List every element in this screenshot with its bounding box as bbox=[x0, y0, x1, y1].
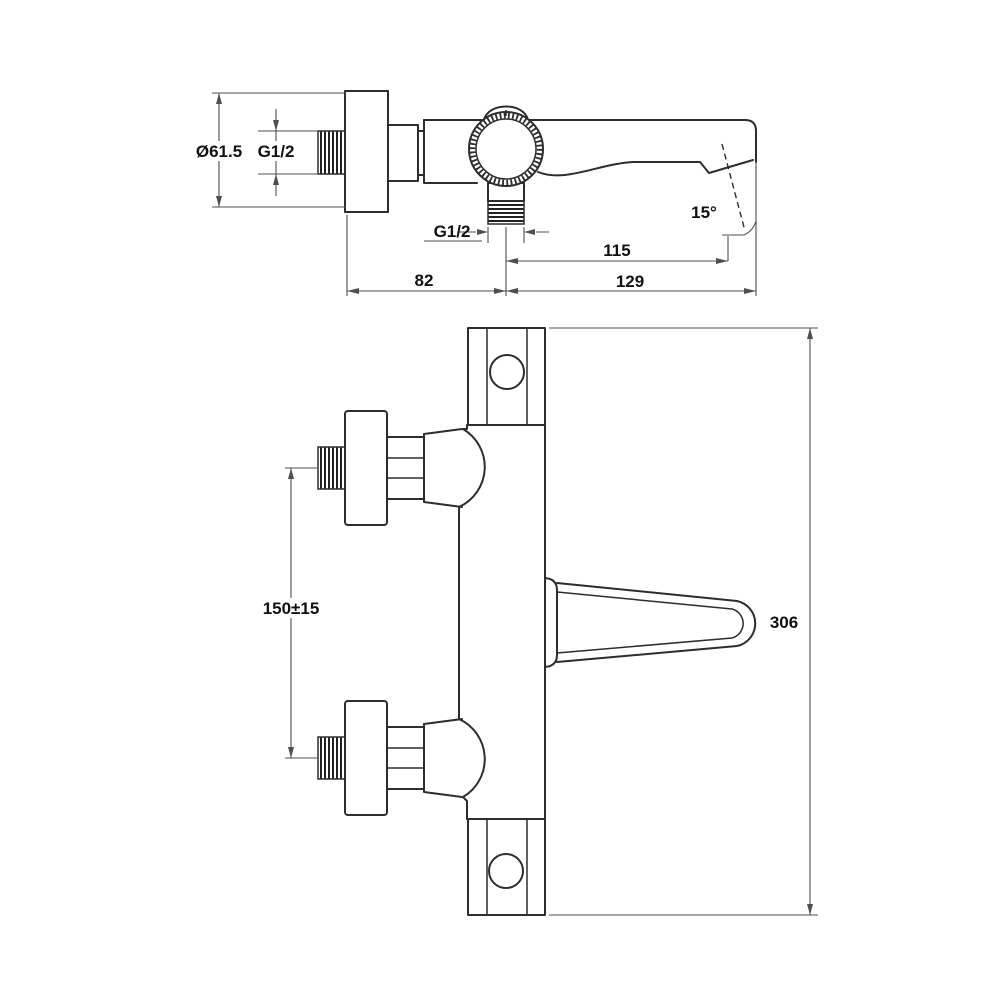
connector-nut bbox=[387, 124, 419, 182]
body-top-edge bbox=[423, 119, 757, 163]
arrow-right-icon bbox=[494, 288, 506, 294]
inlet-bell bbox=[423, 718, 463, 798]
mounting-bracket-top bbox=[467, 327, 546, 426]
spout-base-tab bbox=[544, 577, 558, 668]
inlet-nut bbox=[386, 436, 425, 500]
spout-outlet-face bbox=[699, 159, 754, 174]
outlet-thread bbox=[487, 200, 525, 225]
dim-label-flange-diameter: Ø61.5 bbox=[196, 142, 242, 161]
nut-facet-lines bbox=[387, 747, 424, 769]
arrow-up-icon bbox=[216, 93, 222, 104]
arrow-right-icon bbox=[744, 288, 756, 294]
dim-label-129: 129 bbox=[616, 272, 644, 291]
spout-inner-outline bbox=[556, 591, 744, 654]
dim-label-82: 82 bbox=[415, 271, 434, 290]
arrow-down-icon bbox=[807, 904, 813, 915]
arrow-down-icon bbox=[216, 196, 222, 207]
front-view-dimensions: 150±15 306 bbox=[256, 327, 818, 916]
body-column-left-edge bbox=[458, 424, 486, 820]
arrow-up-icon bbox=[273, 174, 279, 185]
bracket-slot-lines bbox=[486, 819, 528, 915]
dim-label-115: 115 bbox=[603, 241, 630, 260]
inlet-assembly-bottom bbox=[317, 700, 463, 816]
dim-label-spout-angle: 15° bbox=[691, 203, 717, 222]
front-view: 150±15 306 bbox=[256, 327, 818, 916]
arrow-down-icon bbox=[273, 120, 279, 131]
wall-inlet-thread bbox=[317, 130, 346, 175]
mixer-knob-knurl bbox=[469, 112, 543, 186]
side-view-dimensions: Ø61.5 G1/2 G1/2 15° 115 82 bbox=[190, 92, 757, 296]
flow-angle-dashed-line bbox=[721, 143, 746, 232]
inlet-nut bbox=[386, 726, 425, 790]
arrow-right-icon bbox=[716, 258, 728, 264]
side-view: Ø61.5 G1/2 G1/2 15° 115 82 bbox=[190, 90, 757, 296]
mixer-knob-outer bbox=[468, 111, 544, 187]
inlet-thread bbox=[317, 736, 346, 780]
mounting-bracket-bottom bbox=[467, 818, 546, 916]
arrow-left-icon bbox=[524, 229, 535, 235]
spout-underside bbox=[537, 161, 701, 177]
mixer-knob-inner bbox=[475, 118, 537, 180]
arrow-right-icon bbox=[477, 229, 488, 235]
dim-overall-height-lines bbox=[549, 327, 818, 916]
spout-outer-outline bbox=[556, 582, 757, 663]
arrow-left-icon bbox=[506, 288, 518, 294]
inlet-bell bbox=[423, 428, 463, 508]
bracket-plate bbox=[467, 327, 546, 426]
spout-front bbox=[544, 577, 757, 668]
screw-hole bbox=[489, 354, 525, 390]
bracket-slot-lines bbox=[486, 328, 528, 425]
dim-label-inlet-thread: G1/2 bbox=[258, 142, 295, 161]
dim-label-inlet-spacing: 150±15 bbox=[263, 599, 320, 618]
arrow-left-icon bbox=[506, 258, 518, 264]
angle-arc bbox=[722, 220, 757, 236]
dim-label-outlet-thread: G1/2 bbox=[434, 222, 471, 241]
arrow-left-icon bbox=[347, 288, 359, 294]
label-backing bbox=[251, 141, 301, 161]
body-left-edge bbox=[423, 119, 478, 184]
label-backing bbox=[190, 141, 248, 161]
arrow-up-icon bbox=[288, 468, 294, 479]
dim-label-overall-height: 306 bbox=[770, 613, 798, 632]
inlet-flange bbox=[344, 700, 388, 816]
bracket-plate bbox=[467, 818, 546, 916]
inlet-flange bbox=[344, 410, 388, 526]
arrow-down-icon bbox=[288, 747, 294, 758]
wall-flange bbox=[344, 90, 389, 213]
dim-outlet-thread-lines bbox=[424, 227, 549, 243]
dim-115-lines bbox=[506, 236, 729, 262]
label-backing bbox=[256, 598, 326, 618]
nut-facet-lines bbox=[387, 457, 424, 479]
inlet-thread bbox=[317, 446, 346, 490]
inlet-assembly-top bbox=[317, 410, 463, 526]
arrow-up-icon bbox=[807, 328, 813, 339]
dim-82-129-lines bbox=[346, 162, 757, 296]
screw-hole bbox=[488, 853, 524, 889]
